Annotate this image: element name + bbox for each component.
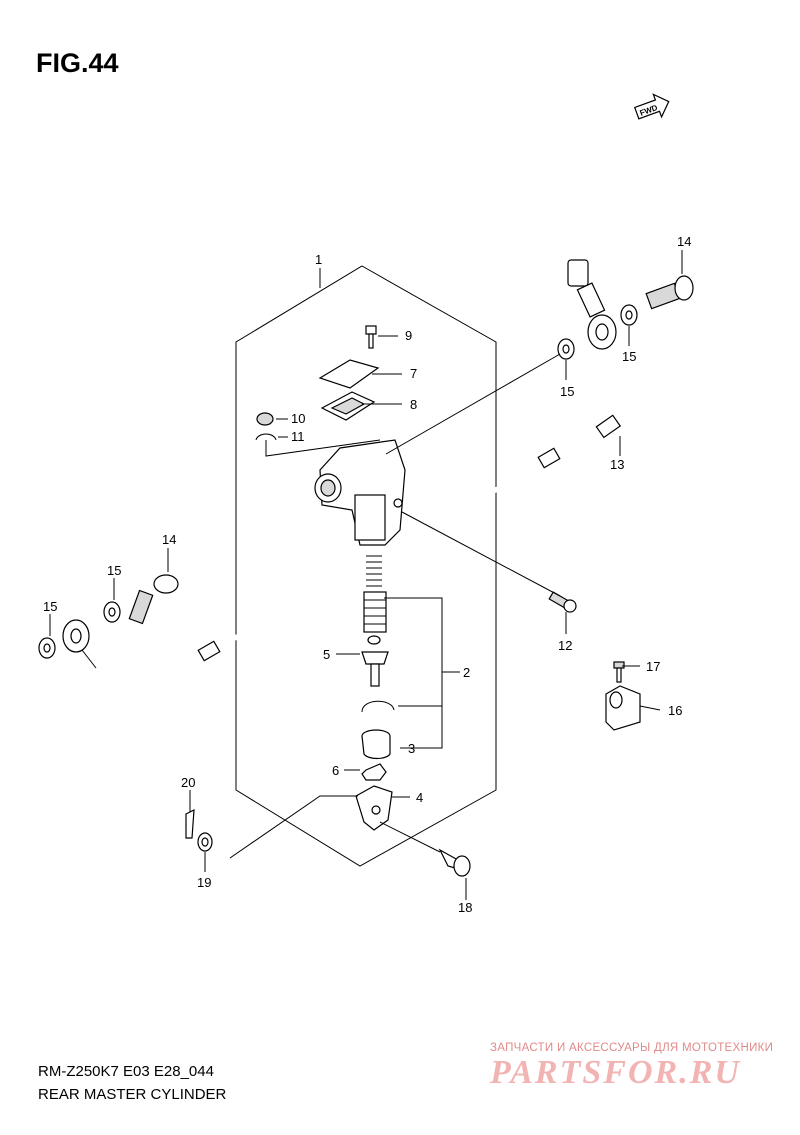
callout-15-b: 15: [622, 349, 636, 364]
cap-screw: [365, 325, 377, 349]
brake-hose: [87, 192, 671, 688]
watermark-logo: PARTSFOR.RU: [490, 1054, 741, 1091]
callout-4: 4: [416, 790, 423, 805]
washer-19: [197, 832, 213, 852]
washer-15d: [38, 637, 56, 659]
callout-8: 8: [410, 397, 417, 412]
callout-15-a: 15: [560, 384, 574, 399]
diagram-title: REAR MASTER CYLINDER: [38, 1086, 227, 1103]
union-bolt-lower: [128, 574, 179, 625]
callout-15-c: 15: [107, 563, 121, 578]
model-code: RM-Z250K7 E03 E28_044: [38, 1063, 214, 1080]
cotter-pin: [185, 808, 195, 839]
hose-clamp: [605, 661, 641, 731]
callout-14-upper: 14: [677, 234, 691, 249]
union-bolt-upper: [645, 275, 694, 310]
callout-20: 20: [181, 775, 195, 790]
circlip-large: [361, 700, 395, 713]
callout-7: 7: [410, 366, 417, 381]
callout-5: 5: [323, 647, 330, 662]
callout-16: 16: [668, 703, 682, 718]
callout-15-d: 15: [43, 599, 57, 614]
washer-15a: [557, 338, 575, 360]
washer-15c: [103, 601, 121, 623]
callout-13: 13: [610, 457, 624, 472]
callout-14-lower: 14: [162, 532, 176, 547]
leader-lines: [49, 250, 683, 900]
callout-1: 1: [315, 252, 322, 267]
callout-6: 6: [332, 763, 339, 778]
hex-nut: [361, 763, 387, 781]
cap-diaphragm: [320, 391, 376, 421]
clevis-pin: [438, 848, 471, 877]
reservoir-filter: [256, 412, 274, 426]
washer-15b: [620, 304, 638, 326]
guide-cup: [361, 729, 391, 760]
fwd-arrow-icon: FWD: [633, 93, 670, 120]
callout-2: 2: [463, 665, 470, 680]
watermark-tagline: ЗАПЧАСТИ И АКСЕССУАРЫ ДЛЯ МОТОТЕХНИКИ: [490, 1042, 774, 1054]
clevis: [355, 785, 393, 831]
callout-18: 18: [458, 900, 472, 915]
piston-spring: [363, 555, 387, 633]
callout-17: 17: [646, 659, 660, 674]
master-cylinder-body: [314, 439, 406, 546]
callout-19: 19: [197, 875, 211, 890]
lower-banjo-fitting: [62, 619, 97, 669]
callout-labels: 1 2 3 4 5 6 7 8 9 10 11 12 13 14 14 15 1…: [43, 234, 691, 915]
figure-label: FIG.44: [36, 48, 119, 78]
pushrod-boot: [361, 635, 389, 687]
callout-12: 12: [558, 638, 572, 653]
callout-10: 10: [291, 411, 305, 426]
assembly-outline: [235, 265, 497, 867]
callout-3: 3: [408, 741, 415, 756]
bolt-12: [548, 591, 577, 613]
callout-9: 9: [405, 328, 412, 343]
circlip-small: [255, 433, 277, 441]
upper-banjo-fitting: [576, 282, 617, 350]
reservoir-cap: [318, 359, 380, 389]
callout-11: 11: [291, 429, 305, 444]
